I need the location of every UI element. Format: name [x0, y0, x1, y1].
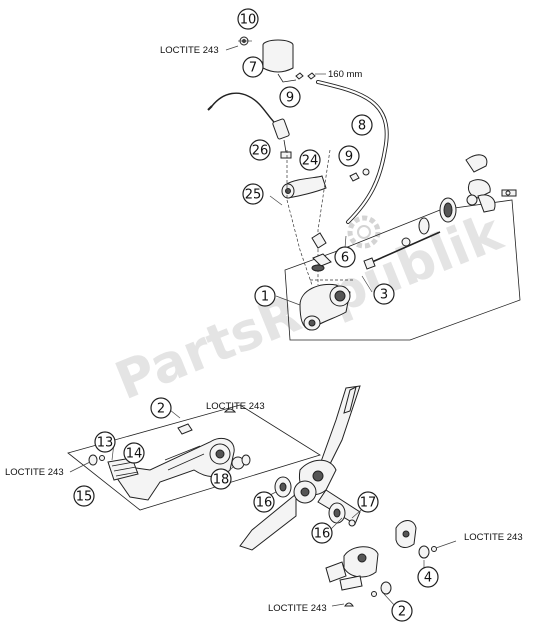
svg-text:6: 6: [341, 251, 349, 266]
callout-15: 15: [73, 485, 95, 507]
master-cylinder-body: [299, 283, 351, 331]
svg-text:24: 24: [302, 154, 319, 169]
callout-25: 25: [242, 183, 264, 205]
callout-4: 4: [417, 566, 439, 588]
callout-3: 3: [373, 283, 395, 305]
callout-18: 18: [210, 468, 232, 490]
master-cylinder-internals: [311, 154, 517, 272]
loctite-label-pedal: LOCTITE 243: [206, 401, 265, 412]
callout-16-lower: 16: [311, 522, 333, 544]
reservoir-body: [262, 45, 294, 73]
hose-length-label: 160 mm: [328, 69, 362, 80]
callout-7: 7: [242, 56, 264, 78]
svg-text:15: 15: [76, 490, 93, 505]
loctite-label-lower-bolt: LOCTITE 243: [268, 603, 327, 614]
callout-14: 14: [123, 442, 145, 464]
callout-6: 6: [334, 246, 356, 268]
svg-text:25: 25: [245, 188, 262, 203]
svg-text:8: 8: [358, 119, 366, 134]
lower-pivot-assembly: [325, 520, 437, 607]
callout-2-bottom: 2: [391, 600, 413, 622]
svg-text:9: 9: [286, 91, 294, 106]
watermark-gear-icon: [347, 215, 381, 249]
hose-clamp-top: [295, 72, 304, 80]
svg-text:2: 2: [157, 402, 165, 417]
svg-text:2: 2: [398, 605, 406, 620]
loctite-label-footrest: LOCTITE 243: [464, 532, 523, 543]
svg-text:1: 1: [261, 290, 269, 305]
callout-13: 13: [94, 431, 116, 453]
banjo-fitting: [281, 175, 327, 199]
callout-26: 26: [249, 139, 271, 161]
svg-text:16: 16: [256, 496, 273, 511]
svg-text:4: 4: [424, 571, 432, 586]
callout-17: 17: [357, 491, 379, 513]
pedal-assembly-box: [67, 404, 321, 511]
svg-text:17: 17: [360, 496, 377, 511]
footrest-bracket: [239, 385, 361, 551]
svg-text:26: 26: [252, 144, 269, 159]
brake-pedal: [107, 437, 235, 501]
callout-10: 10: [237, 8, 259, 30]
callout-2-top: 2: [150, 397, 172, 419]
loctite-label-reservoir: LOCTITE 243: [160, 45, 219, 56]
svg-text:16: 16: [314, 527, 331, 542]
svg-text:9: 9: [345, 150, 353, 165]
svg-text:10: 10: [240, 13, 257, 28]
callout-8: 8: [351, 114, 373, 136]
callout-9-top: 9: [279, 86, 301, 108]
svg-text:14: 14: [126, 447, 143, 462]
callout-16-upper: 16: [253, 491, 275, 513]
loctite-label-pivot-bolt: LOCTITE 243: [5, 467, 64, 478]
brake-light-switch: [207, 92, 292, 159]
callout-24: 24: [299, 149, 321, 171]
svg-text:3: 3: [380, 288, 388, 303]
svg-text:7: 7: [249, 61, 257, 76]
svg-text:18: 18: [213, 473, 230, 488]
reservoir-assembly: [239, 36, 389, 224]
hose-clamp-top-2: [307, 72, 316, 80]
pedal-hardware: [88, 408, 251, 470]
svg-text:13: 13: [97, 436, 114, 451]
callout-1: 1: [254, 285, 276, 307]
guide-line: [286, 150, 313, 286]
hose-clamp-right: [349, 168, 370, 182]
callout-9-right: 9: [338, 145, 360, 167]
